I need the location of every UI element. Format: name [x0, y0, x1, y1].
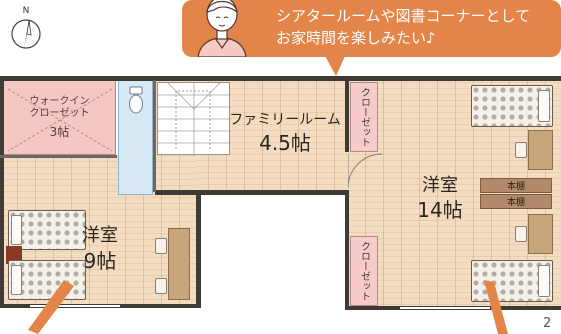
- walkin-closet-size: 3帖: [49, 125, 70, 139]
- desk-small: [168, 228, 190, 300]
- chair-top: [515, 142, 527, 158]
- wall-top-left: [0, 76, 155, 81]
- window-bottom-left: [30, 305, 120, 307]
- pillow-small-top: [11, 215, 22, 245]
- callout-arrow-right: [484, 280, 508, 334]
- hanger-rail-line: [7, 88, 113, 152]
- headboard: [6, 246, 22, 264]
- wall-partition-right: [345, 76, 349, 152]
- wall-partition-center: [196, 190, 201, 308]
- closet-top: クローゼット: [350, 82, 378, 152]
- corner-number: 2: [543, 316, 552, 331]
- pillow-small-bottom: [11, 265, 22, 295]
- closet-bottom: クローゼット: [350, 236, 378, 306]
- speech-bubble: シアタールームや図書コーナーとして お家時間を楽しみたい♪: [182, 0, 561, 76]
- western-room-small-name: 洋室: [82, 225, 118, 246]
- desk-top: [528, 130, 553, 170]
- compass-icon: [11, 19, 41, 49]
- wall-left: [0, 76, 4, 308]
- pillow-bottom: [538, 265, 550, 297]
- bookshelf-1: 本棚: [480, 178, 552, 193]
- speech-bubble-tail: [324, 54, 346, 76]
- speech-bubble-line-2: お家時間を楽しみたい♪: [276, 29, 436, 47]
- person-avatar: [192, 0, 252, 58]
- walkin-closet-room: [3, 80, 116, 155]
- window-bottom-right: [400, 307, 490, 309]
- western-room-large-name: 洋室: [422, 175, 458, 196]
- chair-bottom: [515, 226, 527, 242]
- compass: N: [8, 6, 42, 52]
- callout-arrow-left: [28, 280, 74, 334]
- walkin-closet-name: ウォークイン クローゼット: [29, 96, 90, 119]
- wall-partition-right-lower: [345, 190, 349, 310]
- western-room-small-size: 9帖: [83, 249, 117, 273]
- wall-top-right: [155, 76, 561, 81]
- bookshelf-2: 本棚: [480, 194, 552, 209]
- toilet-icon: [128, 86, 144, 116]
- wall-closet-divider: [0, 155, 117, 158]
- wall-family-bottom: [155, 190, 348, 195]
- staircase: [157, 82, 231, 156]
- door-swing: [348, 153, 383, 189]
- toilet-room: [118, 80, 153, 195]
- chair-small-bottom: [155, 278, 167, 294]
- western-room-large-size: 14帖: [417, 198, 463, 222]
- desk-bottom: [528, 214, 553, 254]
- family-room-name: ファミリールーム: [229, 112, 341, 128]
- wall-toilet-divider: [153, 80, 156, 192]
- speech-bubble-line-1: シアタールームや図書コーナーとして: [276, 7, 531, 25]
- chair-small-top: [155, 238, 167, 254]
- compass-north-label: N: [22, 6, 30, 16]
- family-room-size: 4.5帖: [259, 131, 311, 155]
- pillow-top: [538, 90, 550, 122]
